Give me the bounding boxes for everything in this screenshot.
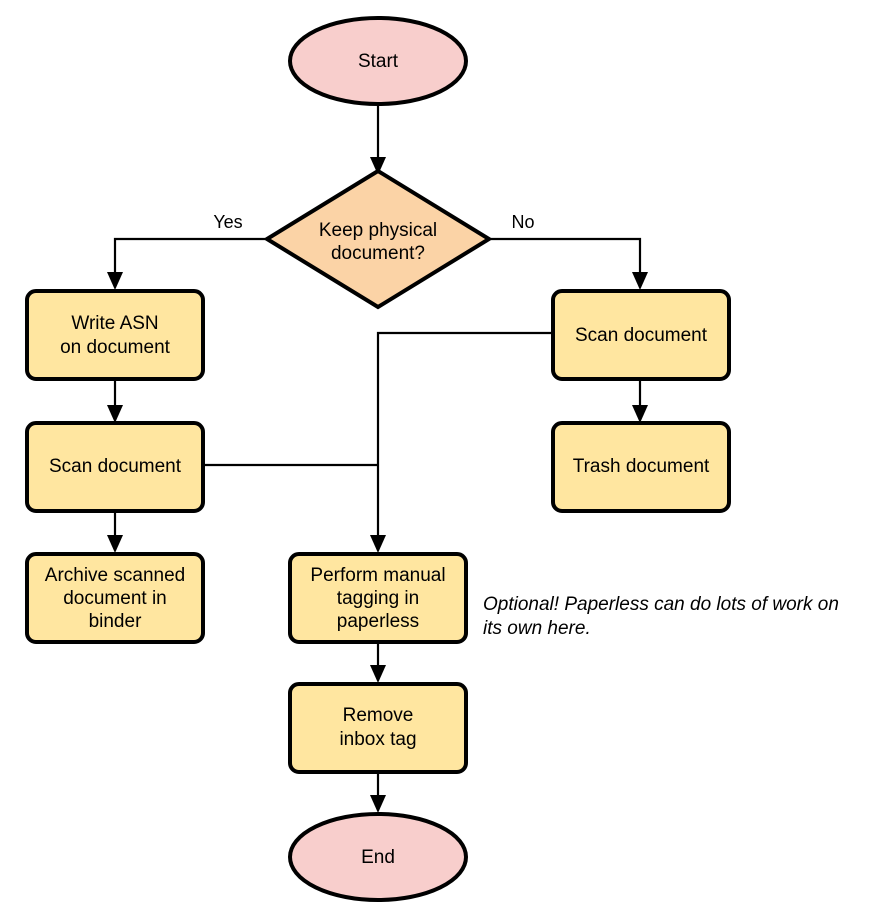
node-remove-tag-label-line1: Remove — [343, 705, 414, 726]
node-perform-manual-tagging[interactable]: Perform manual tagging in paperless — [288, 552, 468, 644]
arrowhead-icon — [370, 795, 386, 813]
node-write-asn-label-line1: Write ASN — [71, 313, 158, 334]
arrowhead-icon — [632, 405, 648, 423]
edge-label-no: No — [511, 212, 534, 232]
arrowhead-icon — [370, 665, 386, 683]
node-tagging-label-line2: tagging in — [337, 588, 419, 609]
annotation-note-line2: its own here. — [483, 618, 591, 639]
scan-document-right-box-shape — [551, 289, 731, 381]
edge-start-to-decision — [370, 105, 386, 175]
scan-document-left-box-shape — [25, 421, 205, 513]
node-scan-document-left-label: Scan document — [49, 456, 182, 477]
archive-box-shape — [25, 552, 205, 644]
start-ellipse-shape — [288, 16, 468, 106]
node-end[interactable]: End — [288, 812, 468, 902]
edge-scanright-to-tagging — [370, 331, 552, 553]
node-scan-document-right-label: Scan document — [575, 325, 708, 346]
node-remove-tag-label-line2: inbox tag — [339, 729, 416, 750]
arrowhead-icon — [370, 157, 386, 175]
node-start-label: Start — [358, 51, 399, 72]
decision-diamond-shape — [263, 168, 493, 310]
node-write-asn-on-document[interactable]: Write ASN on document — [25, 289, 205, 381]
edge-decision-no — [491, 237, 648, 290]
arrowhead-icon — [632, 272, 648, 290]
node-archive-label-line3: binder — [89, 611, 142, 632]
edge-tagging-to-removetag — [370, 643, 386, 683]
node-trash-document-label: Trash document — [573, 456, 710, 477]
write-asn-box-shape — [25, 289, 205, 381]
edge-scanleft-to-archive — [107, 510, 123, 553]
node-end-label: End — [361, 847, 395, 868]
edge-removetag-to-end — [370, 770, 386, 813]
node-archive-label-line2: document in — [63, 588, 167, 609]
tagging-box-shape — [288, 552, 468, 644]
node-decision-keep-physical-document[interactable]: Keep physical document? — [263, 168, 493, 310]
node-start[interactable]: Start — [288, 16, 468, 106]
remove-inbox-tag-box-shape — [288, 682, 468, 774]
node-tagging-label-line3: paperless — [337, 611, 419, 632]
node-remove-inbox-tag[interactable]: Remove inbox tag — [288, 682, 468, 774]
trash-document-box-shape — [551, 421, 731, 513]
node-decision-label-line1: Keep physical — [319, 220, 437, 241]
edge-writeasn-to-scanleft — [107, 380, 123, 423]
node-scan-document-left[interactable]: Scan document — [25, 421, 205, 513]
annotation-note-line1: Optional! Paperless can do lots of work … — [483, 594, 839, 615]
annotation-note: Optional! Paperless can do lots of work … — [483, 594, 839, 639]
arrowhead-icon — [370, 535, 386, 553]
arrowhead-icon — [107, 535, 123, 553]
arrowhead-icon — [107, 405, 123, 423]
end-ellipse-shape — [288, 812, 468, 902]
edge-scanright-to-trash — [632, 378, 648, 423]
arrowhead-icon — [107, 272, 123, 290]
node-write-asn-label-line2: on document — [60, 337, 171, 358]
node-tagging-label-line1: Perform manual — [310, 565, 445, 586]
node-decision-label-line2: document? — [331, 243, 425, 264]
node-scan-document-right[interactable]: Scan document — [551, 289, 731, 381]
node-archive-label-line1: Archive scanned — [45, 565, 185, 586]
node-archive-scanned-document[interactable]: Archive scanned document in binder — [25, 552, 205, 644]
edge-label-yes: Yes — [213, 212, 242, 232]
node-trash-document[interactable]: Trash document — [551, 421, 731, 513]
edge-decision-yes — [107, 237, 265, 290]
